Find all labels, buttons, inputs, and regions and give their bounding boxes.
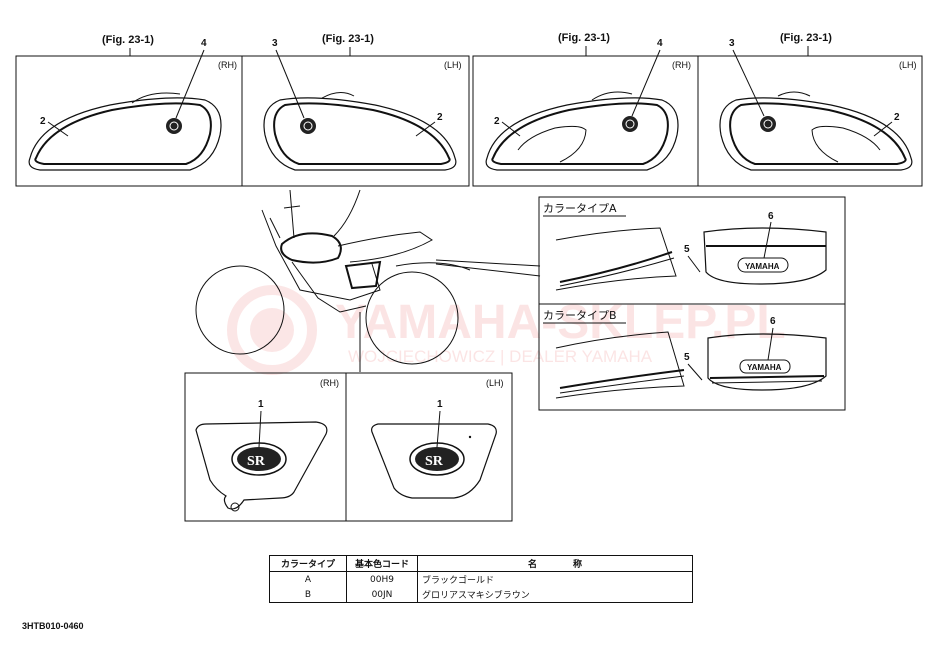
callout-4: 4 (657, 38, 663, 49)
fig-ref-2: (Fig. 23-1) (322, 33, 374, 45)
tank-rh-type-b (485, 91, 679, 171)
legend-header-code: 基本色コード (346, 555, 418, 572)
callout-2: 2 (894, 112, 900, 123)
callout-2: 2 (494, 116, 500, 127)
watermark: YAMAHA-SKLEP.PL WOJCIECHOWICZ | DEALER Y… (227, 285, 786, 375)
tank-rh-type-a (28, 92, 222, 171)
legend-header-name: 名 称 (417, 555, 693, 572)
callout-6: 6 (770, 316, 776, 327)
color-type-a-label: カラータイプA (543, 202, 617, 215)
legend-header-type: カラータイプ (269, 555, 347, 572)
fig-ref-3: (Fig. 23-1) (558, 32, 610, 44)
tank-lh-type-a (263, 92, 457, 171)
side-cover-lh: SR 1 (371, 399, 497, 499)
callout-2: 2 (437, 112, 443, 123)
legend-code: 00JN (346, 587, 418, 603)
callout-2: 2 (40, 116, 46, 127)
side-cover-rh: SR 1 (195, 399, 328, 512)
callouts-top: 2 4 3 2 2 4 3 2 (40, 38, 900, 137)
legend-color-name: グロリアスマキシブラウン (417, 587, 693, 603)
color-type-a-detail: YAMAHA 6 5 (555, 211, 827, 291)
callout-5: 5 (684, 352, 690, 363)
callout-3: 3 (729, 38, 735, 49)
side-cover-box (184, 372, 513, 522)
callout-5: 5 (684, 244, 690, 255)
side-label-rh-1: (RH) (218, 60, 237, 70)
color-type-b-label: カラータイプB (543, 309, 617, 322)
fig-ref-1: (Fig. 23-1) (102, 34, 154, 46)
legend-type: B (269, 587, 347, 603)
drawing-code: 3HTB010-0460 (22, 621, 84, 631)
side-label-lh-2: (LH) (899, 60, 917, 70)
fig-ref-4: (Fig. 23-1) (780, 32, 832, 44)
table-row: A 00H9 ブラックゴールド (269, 571, 693, 587)
side-label-rh-2: (RH) (672, 60, 691, 70)
legend-color-name: ブラックゴールド (417, 571, 693, 587)
motorcycle-illustration (195, 189, 541, 372)
side-label-lh-3: (LH) (486, 378, 504, 388)
cover-emblem-sr-rh: SR (247, 454, 266, 469)
legend-type: A (269, 571, 347, 587)
side-label-rh-3: (RH) (320, 378, 339, 388)
table-row: B 00JN グロリアスマキシブラウン (269, 587, 693, 603)
side-label-lh-1: (LH) (444, 60, 462, 70)
callout-4: 4 (201, 38, 207, 49)
color-legend-table: カラータイプ 基本色コード 名 称 A 00H9 ブラックゴールド B 00JN… (269, 555, 693, 603)
tank-emblem-yamaha-b: YAMAHA (747, 363, 782, 372)
callout-1: 1 (258, 399, 264, 410)
tank-emblem-yamaha-a: YAMAHA (745, 262, 780, 271)
watermark-subtitle: WOJCIECHOWICZ | DEALER YAMAHA (348, 347, 653, 366)
legend-code: 00H9 (346, 571, 418, 587)
callout-1: 1 (437, 399, 443, 410)
color-type-b-detail: YAMAHA 6 5 (555, 316, 827, 399)
callout-3: 3 (272, 38, 278, 49)
figure-reference-labels: (Fig. 23-1) (Fig. 23-1) (Fig. 23-1) (Fig… (102, 32, 832, 56)
callout-6: 6 (768, 211, 774, 222)
tank-lh-type-b (719, 91, 913, 171)
cover-emblem-sr-lh: SR (425, 454, 444, 469)
